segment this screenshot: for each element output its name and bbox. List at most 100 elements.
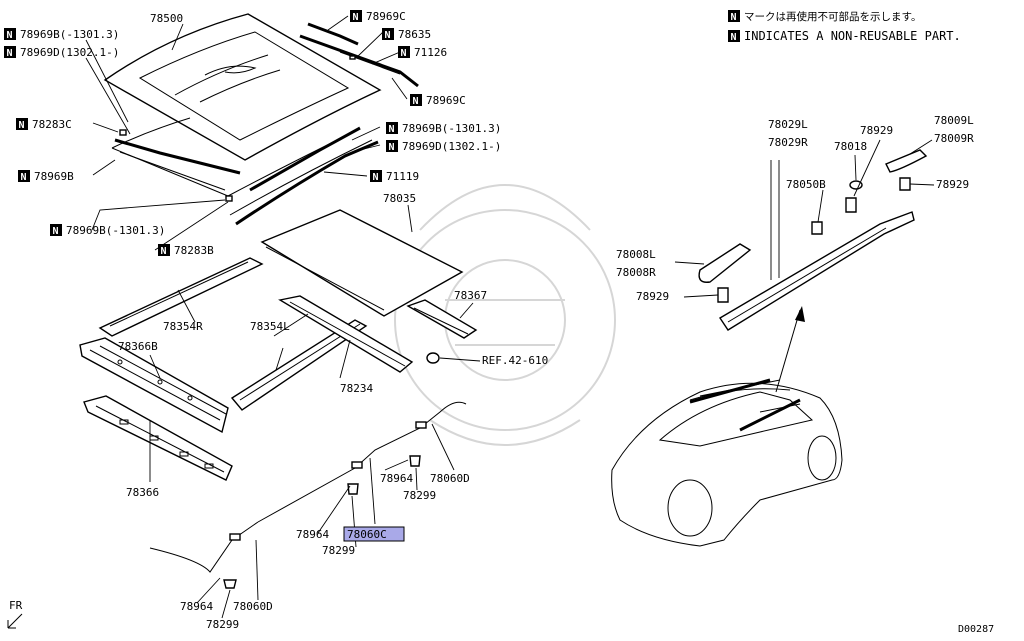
nmark-78283c: N bbox=[16, 118, 28, 131]
svg-text:N: N bbox=[731, 32, 737, 43]
label-78029r: 78029R bbox=[768, 136, 808, 149]
grommet-ref bbox=[426, 352, 440, 364]
label-78929-a: 78929 bbox=[860, 124, 893, 137]
svg-text:N: N bbox=[7, 30, 13, 41]
label-78060d-a: 78060D bbox=[430, 472, 470, 485]
svg-text:N: N bbox=[7, 48, 13, 59]
side-rail-78354r bbox=[98, 257, 264, 337]
clip-78283c bbox=[119, 129, 127, 136]
nmark-78969d-a: N bbox=[4, 46, 16, 59]
svg-text:N: N bbox=[731, 12, 737, 23]
nmark-71119: N bbox=[370, 170, 382, 183]
clip-78635 bbox=[349, 55, 356, 60]
clip-78283b bbox=[225, 195, 233, 202]
label-78969b-d: 78969B(-1301.3) bbox=[66, 224, 165, 237]
drain-joint-a bbox=[229, 533, 241, 541]
label-78283b: 78283B bbox=[174, 244, 214, 257]
label-78354r: 78354R bbox=[163, 320, 203, 333]
label-78035: 78035 bbox=[383, 192, 416, 205]
label-ref-42-610: REF.42-610 bbox=[482, 354, 548, 367]
note-japanese: マークは再使用不可部品を示します。 bbox=[744, 10, 921, 23]
rail-cover-78008 bbox=[698, 243, 752, 283]
label-78964-a: 78964 bbox=[296, 528, 329, 541]
label-78009r: 78009R bbox=[934, 132, 974, 145]
headliner-78366 bbox=[83, 395, 233, 481]
nmark-78969b-a: N bbox=[4, 28, 16, 41]
seal-strip-right bbox=[249, 126, 361, 192]
label-78929-c: 78929 bbox=[636, 290, 669, 303]
pointer-arrow bbox=[775, 309, 801, 393]
svg-text:N: N bbox=[21, 172, 27, 183]
label-78029l: 78029L bbox=[768, 118, 808, 131]
label-78969b-c: 78969B(-1301.3) bbox=[402, 122, 501, 135]
svg-text:N: N bbox=[19, 120, 25, 131]
glass-frame-inner bbox=[119, 151, 226, 191]
rail-cover-78009 bbox=[885, 149, 928, 173]
label-78635: 78635 bbox=[398, 28, 431, 41]
label-78969c-top: 78969C bbox=[366, 10, 406, 23]
svg-text:N: N bbox=[413, 96, 419, 107]
label-78354l: 78354L bbox=[250, 320, 290, 333]
grommet-78299-a bbox=[223, 579, 237, 589]
seal-strip-71126 bbox=[339, 51, 401, 75]
label-78964-b: 78964 bbox=[380, 472, 413, 485]
drain-hose-rear bbox=[257, 401, 467, 523]
cap-78018 bbox=[849, 180, 863, 190]
drain-joint-c bbox=[415, 421, 427, 429]
svg-text:N: N bbox=[401, 48, 407, 59]
label-78929-b: 78929 bbox=[936, 178, 969, 191]
label-78969b-a: 78969B(-1301.3) bbox=[20, 28, 119, 41]
front-frame-78366b bbox=[79, 337, 229, 434]
bolt-78929-c bbox=[717, 287, 729, 303]
label-78964-c: 78964 bbox=[180, 600, 213, 613]
nmark-78969d-b: N bbox=[386, 140, 398, 153]
front-arrow-icon bbox=[7, 613, 23, 629]
watermark-emblem bbox=[394, 184, 616, 446]
nmark-78635: N bbox=[382, 28, 394, 41]
svg-text:N: N bbox=[161, 246, 167, 257]
label-78366: 78366 bbox=[126, 486, 159, 499]
grommet-78299-c bbox=[409, 455, 421, 467]
pointer-arrowhead bbox=[795, 306, 805, 322]
sunroof-glass-78500 bbox=[103, 13, 382, 161]
label-78969c-bot: 78969C bbox=[426, 94, 466, 107]
svg-text:N: N bbox=[373, 172, 379, 183]
note-english: INDICATES A NON-REUSABLE PART. bbox=[744, 29, 961, 43]
grommet-78299-b bbox=[347, 483, 359, 495]
svg-text:N: N bbox=[389, 124, 395, 135]
nmark-71126: N bbox=[398, 46, 410, 59]
drain-joint-b bbox=[351, 461, 363, 469]
label-78060c[interactable]: 78060C bbox=[347, 528, 387, 541]
vehicle-outline bbox=[611, 378, 843, 547]
label-78299-c: 78299 bbox=[206, 618, 239, 631]
note-marker-1: N bbox=[728, 10, 740, 23]
label-78366b: 78366B bbox=[118, 340, 158, 353]
label-71119: 71119 bbox=[386, 170, 419, 183]
svg-text:N: N bbox=[385, 30, 391, 41]
highlight-78060c bbox=[343, 526, 405, 542]
drain-hose-front bbox=[149, 521, 259, 573]
nmark-78283b: N bbox=[158, 244, 170, 257]
roof-panel-78035 bbox=[260, 209, 464, 317]
diagram-code: D00287 bbox=[958, 624, 994, 635]
label-78009l: 78009L bbox=[934, 114, 974, 127]
label-78050b: 78050B bbox=[786, 178, 826, 191]
bolt-78929-a bbox=[845, 197, 857, 213]
label-78367: 78367 bbox=[454, 289, 487, 302]
nmark-78969c-bot: N bbox=[410, 94, 422, 107]
nmark-78969b-d: N bbox=[50, 224, 62, 237]
svg-text:N: N bbox=[353, 12, 359, 23]
label-78299-b: 78299 bbox=[403, 489, 436, 502]
front-direction-label: FR bbox=[9, 599, 23, 612]
label-78283c: 78283C bbox=[32, 118, 72, 131]
label-78969b-b: 78969B bbox=[34, 170, 74, 183]
vehicle-roof-rail bbox=[689, 378, 801, 432]
label-78969d-b: 78969D(1302.1-) bbox=[402, 140, 501, 153]
rear-frame-78367 bbox=[406, 299, 478, 339]
nut-78050b bbox=[811, 221, 823, 235]
label-78008l: 78008L bbox=[616, 248, 656, 261]
weatherstrip-78969c-lower bbox=[299, 34, 419, 88]
nmark-78969c-top: N bbox=[350, 10, 362, 23]
label-78969d-a: 78969D(1302.1-) bbox=[20, 46, 119, 59]
